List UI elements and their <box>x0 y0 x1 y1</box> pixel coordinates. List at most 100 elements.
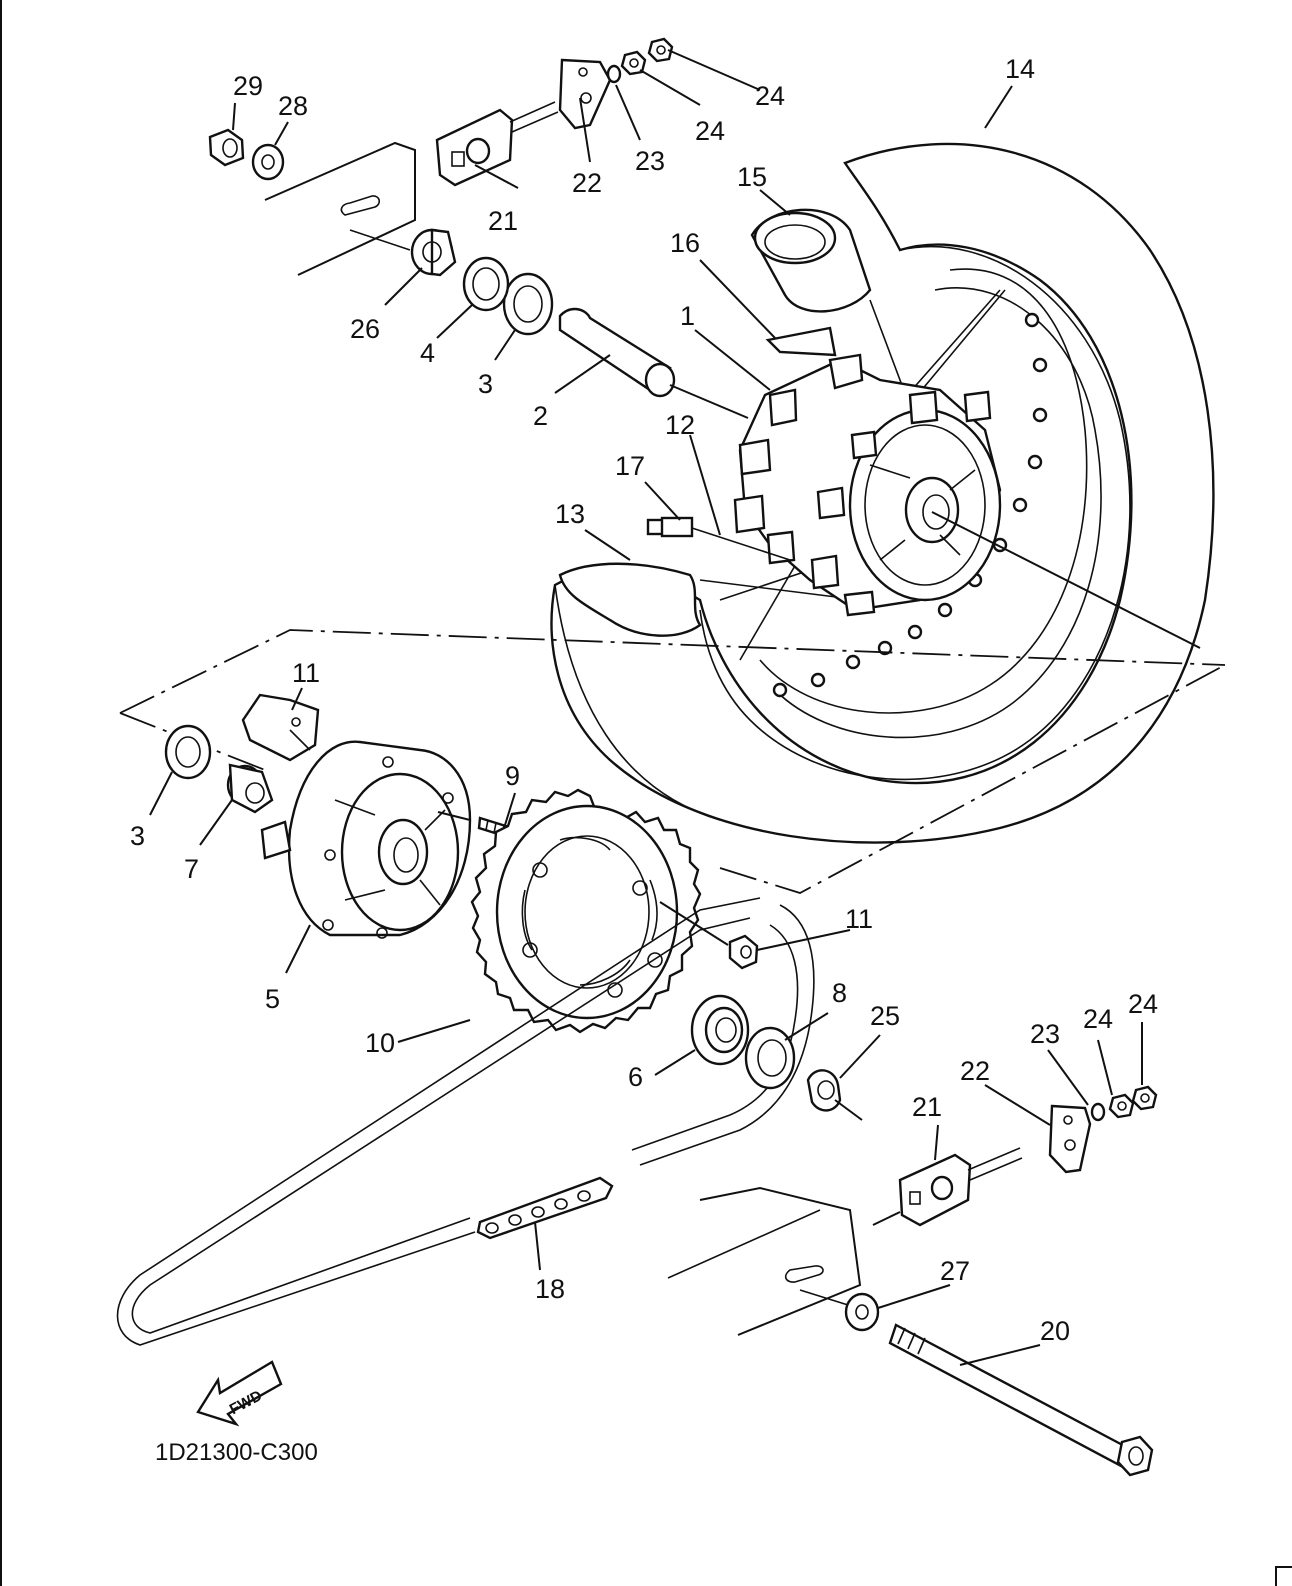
leader-lines <box>149 49 1143 1366</box>
axle-collar <box>558 307 749 419</box>
collar-7 <box>226 763 274 814</box>
washer-27 <box>844 1292 880 1332</box>
hub-boss <box>738 438 772 476</box>
rim-spoke-hole <box>810 672 826 688</box>
valve-bolt <box>646 516 791 561</box>
tire <box>550 142 1215 844</box>
bearing-3-left <box>164 724 212 780</box>
axle-20 <box>888 1323 1154 1477</box>
hub-boss <box>828 353 864 390</box>
washer-28 <box>251 143 285 181</box>
swingarm-top <box>264 141 416 276</box>
callout-16: 15 <box>737 162 767 192</box>
nut-24-top-b <box>647 37 674 63</box>
rim-band-section <box>558 562 702 637</box>
rim-band <box>765 326 837 357</box>
adjusting-plate-top <box>558 58 612 130</box>
chain-segment-19 <box>476 1176 614 1240</box>
callout-25: 25 <box>870 1001 900 1031</box>
rim-spoke-hole <box>845 654 861 670</box>
oil-seal-8 <box>744 1026 796 1090</box>
hub-boss <box>733 494 766 534</box>
callout-21-top: 21 <box>488 206 518 236</box>
wheel-hub <box>733 353 1002 617</box>
callout-3-left: 3 <box>130 821 145 851</box>
hub-boss <box>816 486 846 520</box>
callout-27: 27 <box>940 1256 970 1286</box>
axle-nut-29 <box>208 128 245 167</box>
hub-boss <box>843 590 876 617</box>
damper-12 <box>241 693 320 762</box>
callout-21-bottom: 21 <box>912 1092 942 1122</box>
callout-11: 11 <box>845 904 873 934</box>
callout-8: 8 <box>832 978 847 1008</box>
collar-25 <box>806 1069 863 1121</box>
rim-spoke-hole <box>772 682 788 698</box>
callout-5: 5 <box>265 984 280 1014</box>
callout-18: 17 <box>615 451 645 481</box>
callout-20: 20 <box>1040 1316 1070 1346</box>
drawing-code: 1D21300-C300 <box>155 1439 318 1466</box>
callout-15: 14 <box>1005 54 1035 84</box>
callout-7: 7 <box>184 854 199 884</box>
callout-24-top-b: 24 <box>755 81 785 111</box>
sprocket-nut-11 <box>659 901 759 970</box>
callout-23-top: 23 <box>635 146 665 176</box>
rim-spoke-hole <box>907 624 923 640</box>
callout-23-bottom: 23 <box>1030 1019 1060 1049</box>
nut-24-bottom-b <box>1131 1085 1158 1111</box>
hub-boss <box>810 554 840 590</box>
callout-24-top-a: 24 <box>695 116 725 146</box>
hub-boss <box>768 388 798 427</box>
chain-puller-top <box>435 101 559 187</box>
callout-17: 16 <box>670 228 700 258</box>
callout-28: 28 <box>278 91 308 121</box>
rim-spoke-hole <box>1032 357 1048 373</box>
callout-13: 12 <box>665 410 695 440</box>
inner-tube <box>750 208 872 313</box>
callout-14: 13 <box>555 499 585 529</box>
swingarm-bottom <box>667 1186 862 1336</box>
rim-spoke-hole <box>937 602 953 618</box>
drive-chain-19 <box>116 897 815 1346</box>
hub-boss <box>766 530 796 565</box>
callout-6: 6 <box>628 1062 643 1092</box>
callout-2: 2 <box>533 401 548 431</box>
bearing-3-top <box>502 272 554 336</box>
axle-leader-line <box>931 511 1201 649</box>
corner-mark <box>1275 1566 1292 1586</box>
nut-24-bottom-a <box>1108 1093 1135 1119</box>
hub-boss <box>850 430 878 460</box>
rim-spoke-hole <box>1012 497 1028 513</box>
rim-spoke-hole <box>1032 407 1048 423</box>
bearing-4 <box>462 256 510 312</box>
callout-9: 9 <box>505 761 520 791</box>
callout-24-bottom-a: 24 <box>1083 1004 1113 1034</box>
callout-12: 11 <box>292 658 320 688</box>
callout-29: 29 <box>233 71 263 101</box>
callout-3-top: 3 <box>478 369 493 399</box>
sprocket-10 <box>470 788 702 1034</box>
callout-1: 1 <box>680 301 695 331</box>
callout-10: 10 <box>365 1028 395 1058</box>
adjusting-plate-bottom <box>1048 1104 1092 1174</box>
assembly-boundary-top <box>119 629 1226 714</box>
chain-puller-bottom <box>872 1147 1023 1227</box>
callouts: 29 28 21 22 23 24 24 14 15 16 1 2 3 4 26… <box>130 54 1158 1346</box>
hub-boss <box>908 390 939 425</box>
clutch-hub-5 <box>260 740 472 939</box>
rim-spoke-hole <box>1024 312 1040 328</box>
collar-26 <box>410 228 457 277</box>
callout-19: 18 <box>535 1274 565 1304</box>
rim-spoke-hole <box>1027 454 1043 470</box>
hub-boss <box>963 390 992 423</box>
callout-22-top: 22 <box>572 168 602 198</box>
washer-23-bottom <box>1090 1102 1106 1122</box>
fwd-arrow: FWD <box>196 1360 283 1427</box>
callout-26: 26 <box>350 314 380 344</box>
callout-4: 4 <box>420 338 435 368</box>
callout-22-bottom: 22 <box>960 1056 990 1086</box>
callout-24-bottom-b: 24 <box>1128 989 1158 1019</box>
assembly-boundary-right <box>719 664 1226 894</box>
